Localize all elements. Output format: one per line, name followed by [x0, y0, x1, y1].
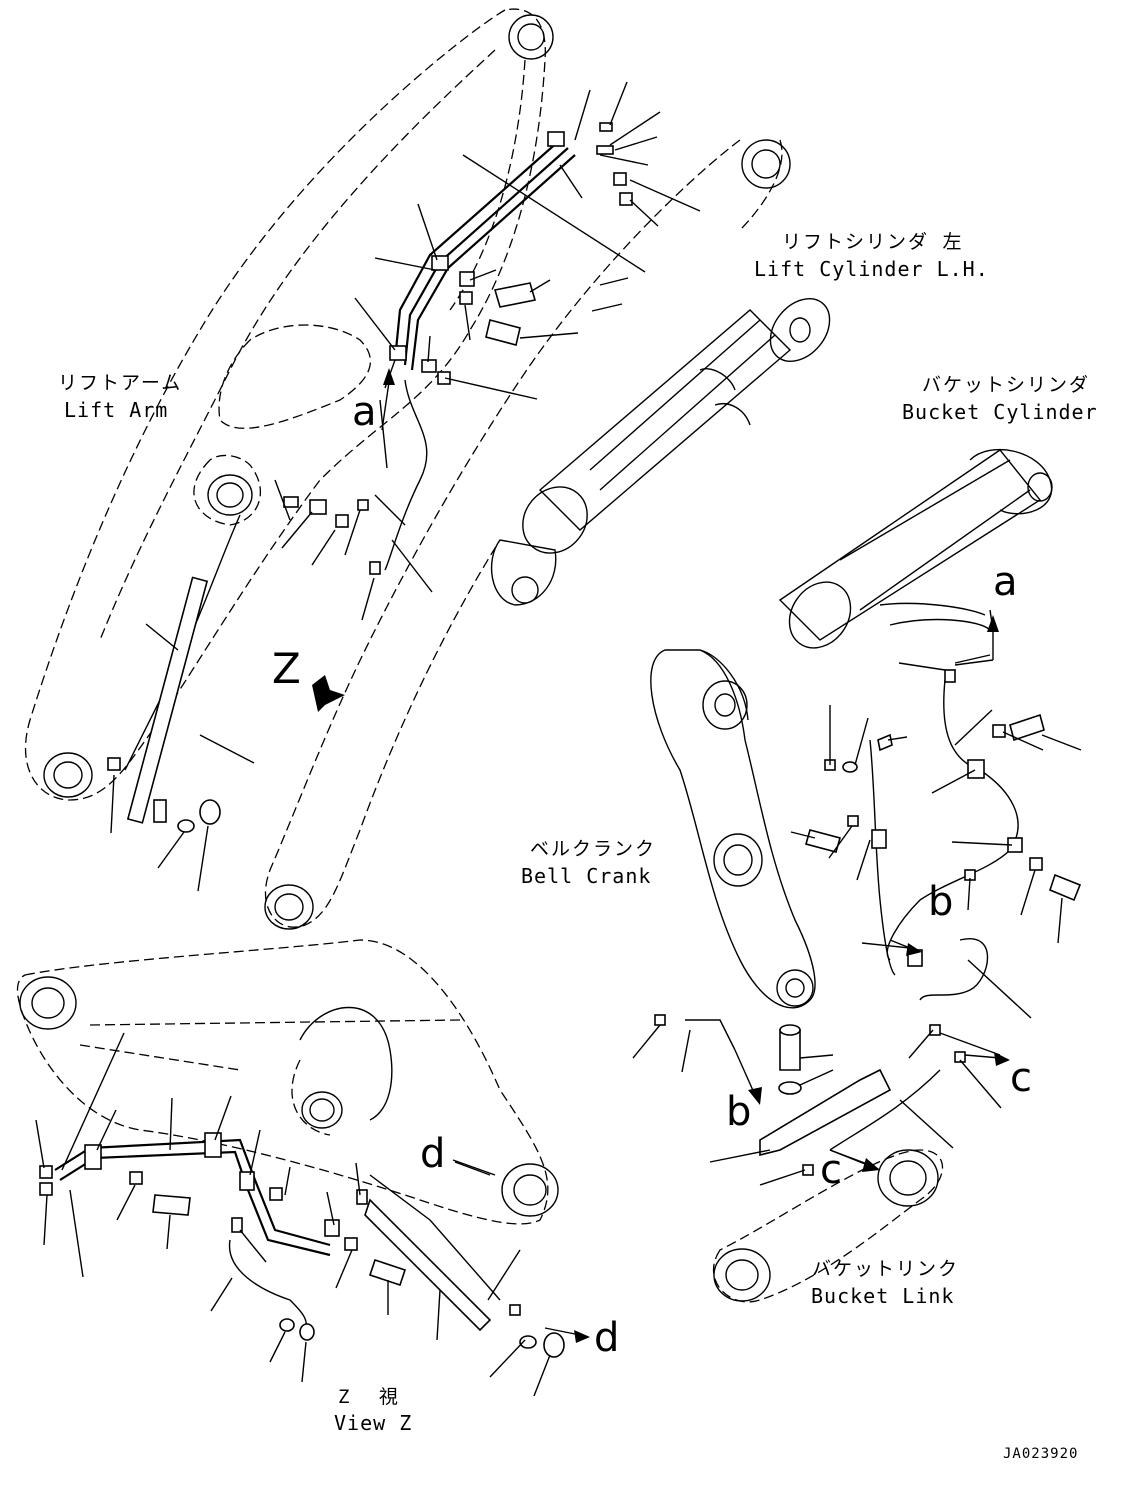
bucket-cylinder-label-jp: バケットシリンダ: [922, 374, 1091, 396]
view-z-arm: [16, 939, 559, 1225]
lift-cylinder-label-jp: リフトシリンダ 左: [782, 231, 964, 253]
ref-a-left: a: [352, 389, 377, 435]
ref-d-top: d: [420, 1131, 446, 1177]
reference-arrows: [381, 368, 1010, 1343]
lift-arm-label-en: Lift Arm: [64, 398, 169, 422]
bucket-link-label-jp: バケットリンク: [812, 1258, 960, 1280]
lift-arm-fasteners: [153, 122, 633, 833]
ref-b-bottom: b: [726, 1089, 752, 1135]
ref-a-right: a: [993, 559, 1018, 605]
bell-crank: [650, 649, 816, 1009]
view-z-arrow: [312, 675, 345, 712]
bucket-cylinder: [778, 448, 1053, 649]
bucket-hose-routing: [654, 669, 1082, 1176]
bucket-cylinder-label-en: Bucket Cylinder: [902, 400, 1098, 424]
figure-code: JA023920: [1003, 1446, 1079, 1462]
ref-d-bottom: d: [594, 1315, 620, 1361]
ref-b-right: b: [928, 879, 954, 925]
lift-cylinder: [490, 298, 831, 606]
ref-c-right: c: [1010, 1055, 1032, 1101]
lift-arm-pin-bosses: [43, 14, 791, 930]
bell-crank-label-jp: ベルクランク: [530, 838, 657, 860]
bucket-link-label-en: Bucket Link: [811, 1284, 955, 1308]
right-leader-lines: [632, 609, 1082, 1186]
view-z-label-jp: Z 視: [338, 1386, 400, 1408]
view-z-leader-lines: [35, 1032, 551, 1397]
view-z-arrow-label: Z: [272, 644, 301, 693]
lift-cylinder-label-en: Lift Cylinder L.H.: [754, 257, 989, 281]
view-z-hose-routing: [39, 1132, 565, 1358]
lift-arm-leader-lines: [110, 81, 701, 892]
lift-arm-hose-routing: [107, 131, 576, 824]
bell-crank-label-en: Bell Crank: [521, 864, 652, 888]
lift-arm-label-jp: リフトアーム: [58, 372, 183, 394]
ref-c-bottom: c: [820, 1147, 842, 1193]
bucket-link: [713, 1149, 944, 1303]
view-z-label-en: View Z: [334, 1411, 413, 1435]
